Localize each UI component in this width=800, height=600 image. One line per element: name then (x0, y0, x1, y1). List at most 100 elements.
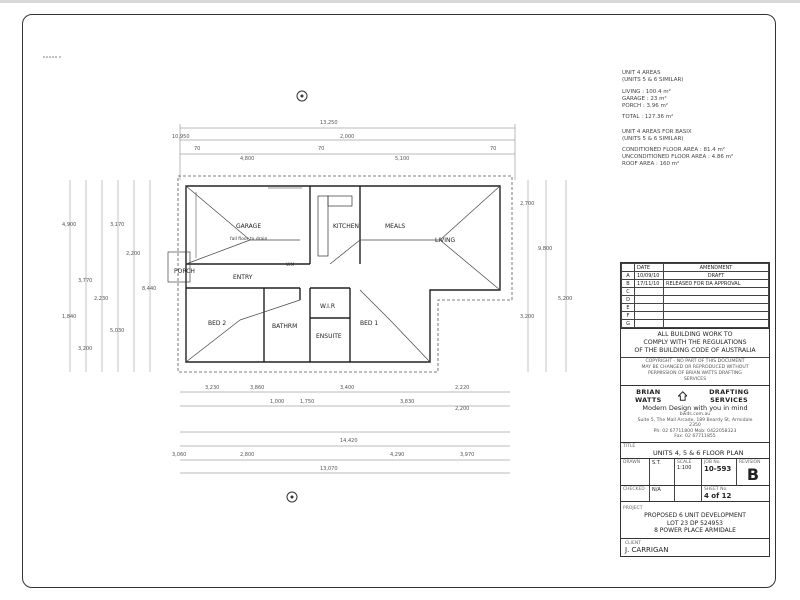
dim-right-1: 2,700 (520, 201, 534, 207)
dim-bottom-12: 2,800 (240, 452, 254, 458)
client-name: J. CARRIGAN (625, 545, 669, 554)
compliance-note: ALL BUILDING WORK TO COMPLY WITH THE REG… (621, 328, 769, 357)
revision-row: F (621, 311, 769, 320)
dim-left-3: 2,230 (94, 296, 108, 302)
dim-bottom-1: 3,230 (205, 385, 219, 391)
dim-top-3: 4,800 (240, 156, 254, 162)
dim-left-4: 3,170 (110, 222, 124, 228)
bottom-dimension-lines (180, 391, 510, 474)
dim-right-4: 5,200 (558, 296, 572, 302)
checked-row: CHECKED N/A SHEET No.4 of 12 (621, 484, 769, 501)
area-conditioned: CONDITIONED FLOOR AREA : 81.4 m² (622, 147, 726, 153)
room-wm: WM (286, 262, 294, 268)
drawing-title: UNITS 4, 5 & 6 FLOOR PLAN (653, 448, 744, 457)
revision-row: D (621, 295, 769, 304)
dim-top-4: 70 (318, 146, 324, 152)
eave-outline (177, 175, 513, 373)
porch-area (167, 251, 191, 283)
area-living: LIVING : 100.4 m² (622, 89, 671, 95)
firm-postcode: 2350 (689, 423, 701, 428)
dim-top-2: 70 (194, 146, 200, 152)
firm-block: BRIAN WATTS DRAFTING SERVICES Modern Des… (621, 385, 769, 442)
revision-label: REVISION (739, 459, 761, 465)
basix-heading: UNIT 4 AREAS FOR BASIX (622, 129, 692, 135)
room-living: LIVING (435, 237, 455, 244)
revision-row: A 10/09/10 DRAFT (621, 271, 769, 280)
dim-bottom-4: 3,400 (340, 385, 354, 391)
revision-row: C (621, 287, 769, 296)
dim-bottom-3: 1,750 (300, 399, 314, 405)
dim-left-6: 2,200 (126, 251, 140, 257)
drawn-value: S.T. (652, 459, 661, 466)
left-dimension-lines (69, 180, 151, 372)
dim-bottom-9: 14,420 (340, 438, 358, 444)
revision-table: DATE AMENDMENT A 10/09/10 DRAFT B 17/11/… (621, 263, 769, 328)
room-bathrm: BATHRM (272, 323, 297, 330)
right-dimension-lines (527, 180, 567, 372)
kitchen-bench (317, 195, 353, 257)
dim-top-5: 5,100 (395, 156, 409, 162)
dim-overall-top: 13,250 (320, 120, 338, 126)
dim-left-9: 3,200 (78, 346, 92, 352)
room-meals: MEALS (385, 223, 405, 230)
firm-address: Suite 5, The Mall Arcade, 189 Beardy St,… (637, 417, 753, 423)
checked-label: CHECKED (623, 486, 645, 492)
dim-bottom-7: 3,830 (400, 399, 414, 405)
dim-top-6: 70 (490, 146, 496, 152)
dim-left-2: 3,770 (78, 278, 92, 284)
revision-row: E (621, 303, 769, 312)
dim-top-7: 2,000 (340, 134, 354, 140)
area-total: TOTAL : 127.36 m² (622, 114, 674, 120)
area-unconditioned: UNCONDITIONED FLOOR AREA : 4.86 m² (622, 154, 734, 160)
project-block: PROJECT PROPOSED 6 UNIT DEVELOPMENT LOT … (621, 500, 769, 538)
dim-bottom-8: 2,200 (455, 406, 469, 412)
dim-right-2: 9,800 (538, 246, 552, 252)
areas-heading: UNIT 4 AREAS (622, 70, 661, 76)
garage-note: fall floor to drain (230, 236, 268, 242)
area-roof: ROOF AREA : 160 m² (622, 161, 680, 167)
title-label: TITLE (623, 443, 636, 449)
areas-subheading: (UNITS 5 & 6 SIMILAR) (622, 77, 684, 83)
north-arrow-top (296, 90, 308, 102)
firm-name: BRIAN WATTS DRAFTING SERVICES (634, 388, 749, 404)
revision-row: B 17/11/10 RELEASED FOR DA APPROVAL (621, 279, 769, 288)
sheet-value: 4 of 12 (704, 491, 732, 500)
roof-hip-lines (185, 185, 501, 363)
title-block: DATE AMENDMENT A 10/09/10 DRAFT B 17/11/… (620, 262, 770, 557)
dim-bottom-11: 3,060 (172, 452, 186, 458)
dim-left-5: 1,840 (62, 314, 76, 320)
drawn-label: DRAWN (623, 459, 641, 465)
room-kitchen: KITCHEN (333, 223, 359, 230)
dim-bottom-5: 2,220 (455, 385, 469, 391)
left-dimension-labels: 4,900 3,770 2,230 3,170 1,840 2,200 5,03… (62, 222, 156, 352)
house-logo-icon (677, 391, 688, 401)
dim-bottom-13: 4,290 (390, 452, 404, 458)
sheet-label: SHEET No. (704, 486, 728, 492)
top-edge-line (0, 0, 800, 3)
dim-right-3: 3,200 (520, 314, 534, 320)
firm-tagline: Modern Design with you in mind (642, 404, 748, 412)
client-label: CLIENT (625, 540, 641, 546)
checked-value: N/A (652, 486, 661, 493)
right-dimension-labels: 2,700 9,800 3,200 5,200 (520, 201, 572, 320)
job-value: 10-593 (704, 464, 732, 473)
room-bed1: BED 1 (360, 320, 378, 327)
dim-top-1: 10,950 (172, 134, 190, 140)
dim-left-8: 8,440 (142, 286, 156, 292)
scale-value: 1:100 (677, 464, 692, 471)
dim-bottom-2: 3,860 (250, 385, 264, 391)
copyright-note: COPYRIGHT - NO PART OF THIS DOCUMENT MAY… (621, 357, 769, 385)
dim-left-7: 5,030 (110, 328, 124, 334)
edge-marks (43, 56, 61, 58)
area-porch: PORCH : 3.96 m² (622, 103, 669, 109)
revision-date-header: DATE (634, 263, 664, 272)
room-ensuite: ENSUITE (316, 333, 342, 340)
revision-header-row: DATE AMENDMENT (621, 263, 769, 272)
dim-bottom-10: 13,070 (320, 466, 338, 472)
revision-row: G (621, 319, 769, 328)
revision-value: B (746, 464, 760, 484)
room-garage: GARAGE (236, 223, 261, 230)
firm-phone: Ph: 02 67711800 Mob: 0422058323 (653, 428, 737, 434)
north-arrow-bottom (286, 491, 298, 503)
